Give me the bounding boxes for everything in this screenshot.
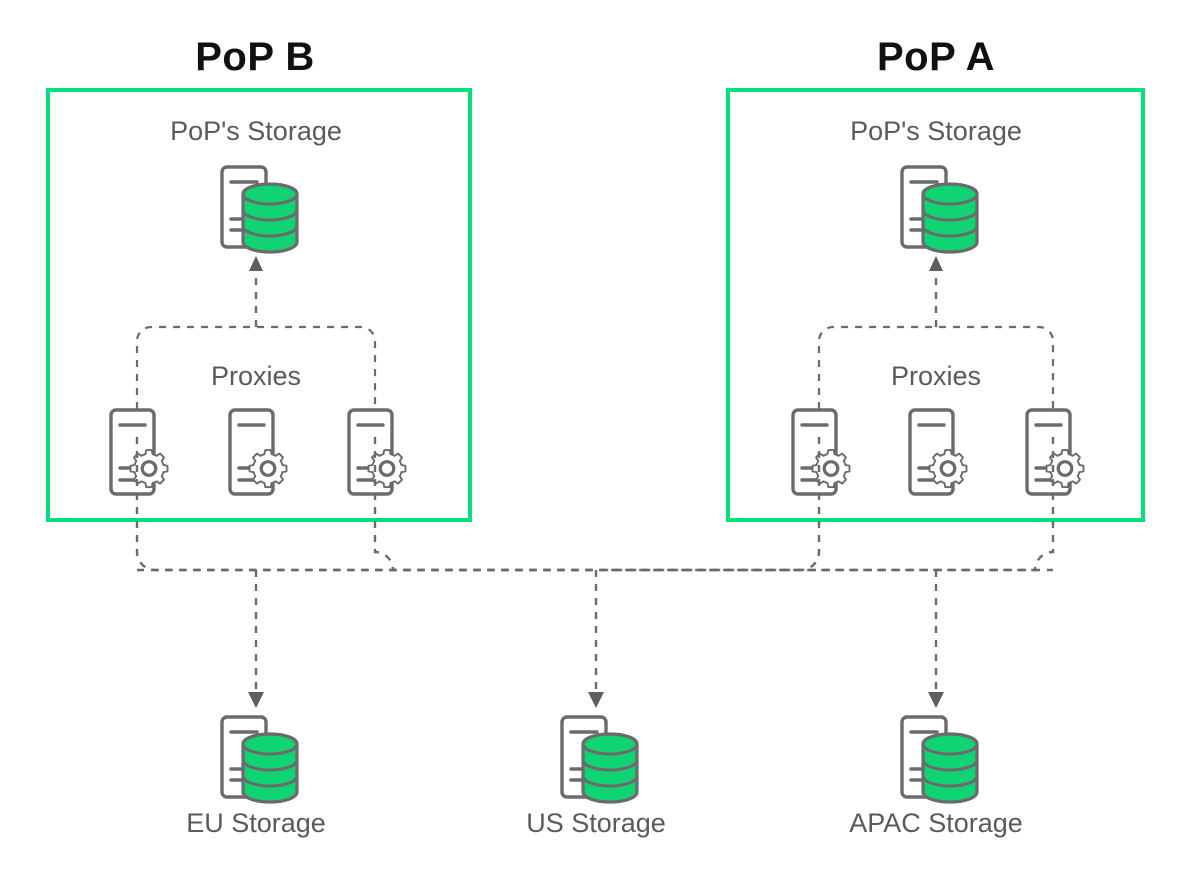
node-eu-storage[interactable]: EU Storage	[186, 715, 326, 838]
pop-a-boundary	[726, 88, 1145, 522]
flow-to-eu-storage	[248, 570, 264, 708]
pop-group-b[interactable]: PoP B PoP's Storage Proxies	[46, 35, 472, 522]
pop-b-uplink-flow	[249, 256, 263, 327]
proxy-node-a-2[interactable]	[908, 408, 969, 496]
proxy-node-b-2[interactable]	[228, 408, 289, 496]
pop-a-proxies-label: Proxies	[891, 361, 981, 391]
pop-a-title: PoP A	[877, 35, 995, 79]
us-storage-icon[interactable]	[560, 715, 639, 804]
apac-storage-icon[interactable]	[900, 715, 979, 804]
node-apac-storage[interactable]: APAC Storage	[849, 715, 1023, 838]
apac-storage-label: APAC Storage	[849, 808, 1023, 838]
pop-b-boundary	[46, 88, 472, 522]
pop-b-storage-icon[interactable]	[220, 165, 299, 254]
flow-to-us-storage	[588, 570, 604, 708]
proxy-node-b-1[interactable]	[109, 408, 170, 496]
proxy-node-a-3[interactable]	[1025, 408, 1086, 496]
pop-a-proxies-bracket	[817, 325, 1055, 437]
pop-a-uplink-flow	[929, 256, 943, 327]
pop-b-storage-label: PoP's Storage	[170, 116, 342, 146]
flow-to-apac-storage	[928, 570, 944, 708]
pop-b-title: PoP B	[195, 35, 315, 79]
pop-b-proxies-bracket	[135, 325, 377, 437]
pop-b-proxies-label: Proxies	[211, 361, 301, 391]
proxy-to-bus-routing	[135, 437, 1055, 572]
pop-group-a[interactable]: PoP A PoP's Storage Proxies	[726, 35, 1145, 522]
pop-a-storage-icon[interactable]	[900, 165, 979, 254]
bus-to-regional-storage-flows	[248, 570, 944, 708]
us-storage-label: US Storage	[526, 808, 666, 838]
eu-storage-icon[interactable]	[220, 715, 299, 804]
pop-a-storage-label: PoP's Storage	[850, 116, 1022, 146]
route-b3-to-bus	[373, 437, 600, 572]
proxy-node-b-3[interactable]	[347, 408, 408, 496]
node-us-storage[interactable]: US Storage	[526, 715, 666, 838]
route-a1-to-bus	[600, 437, 821, 572]
proxy-node-a-1[interactable]	[791, 408, 852, 496]
regional-storage-nodes: EU Storage US Storage APAC Storage	[186, 715, 1023, 838]
eu-storage-label: EU Storage	[186, 808, 326, 838]
